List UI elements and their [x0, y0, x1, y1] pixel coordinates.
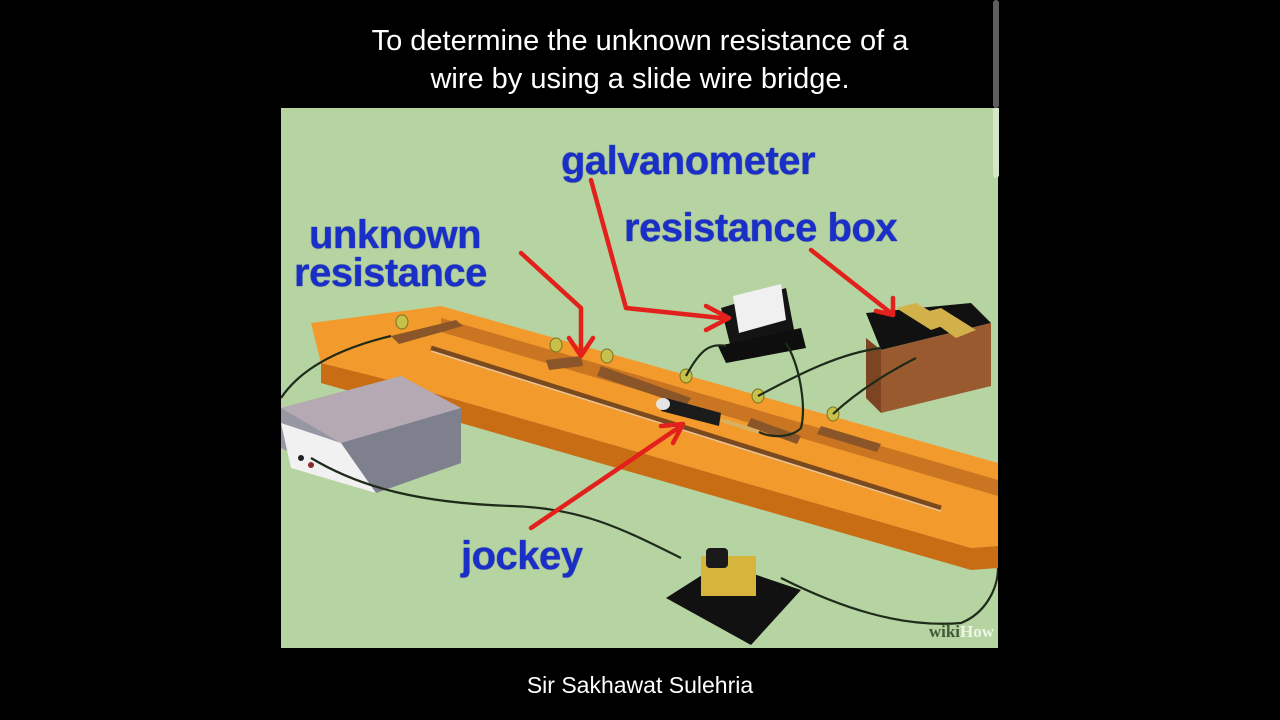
video-title: To determine the unknown resistance of a… [281, 22, 999, 98]
meter-bridge [311, 306, 998, 570]
galvanometer [718, 284, 806, 363]
resistance-box [866, 303, 991, 413]
jockey [656, 398, 760, 434]
connecting-wires [281, 334, 998, 625]
scrollbar-thumb[interactable] [993, 0, 999, 108]
scrollbar-track[interactable] [993, 108, 999, 178]
video-frame: To determine the unknown resistance of a… [281, 0, 999, 720]
label-unknown-resistance-line-2: resistance [294, 251, 487, 295]
label-arrows [518, 177, 896, 531]
label-unknown-resistance-line-1: unknown [309, 213, 482, 257]
plug-key [666, 548, 801, 645]
label-jockey: jockey [461, 534, 583, 578]
label-galvanometer: galvanometer [561, 139, 816, 183]
title-line-1: To determine the unknown resistance of a [371, 25, 909, 57]
wikihow-watermark: wikiHow [928, 622, 994, 641]
title-line-2: wire by using a slide wire bridge. [430, 63, 850, 95]
slide-wire-bridge-diagram: galvanometer resistance box unknown resi… [281, 108, 998, 648]
label-resistance-box: resistance box [624, 206, 898, 250]
apparatus-illustration [281, 177, 998, 645]
video-credit: Sir Sakhawat Sulehria [526, 672, 754, 698]
power-supply [281, 376, 461, 493]
